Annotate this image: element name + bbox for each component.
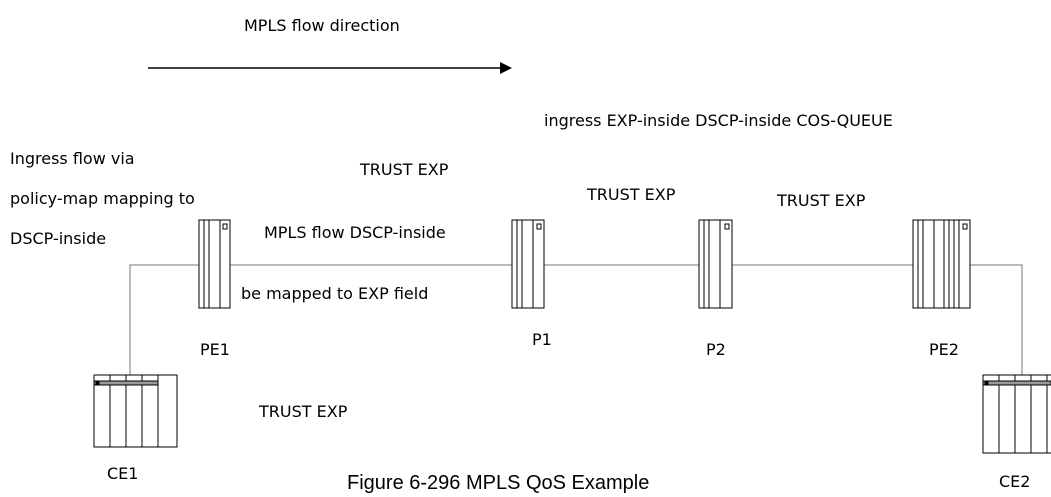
link-ce1-pe1 <box>129 264 199 375</box>
device-label-pe1: PE1 <box>200 340 230 359</box>
router-p1-icon <box>511 219 545 309</box>
device-label-pe2: PE2 <box>929 340 959 359</box>
device-label-ce1: CE1 <box>107 464 139 483</box>
trust-exp-label-p1-p2: TRUST EXP <box>587 185 676 204</box>
trust-exp-label-p2-pe2: TRUST EXP <box>777 191 866 210</box>
trust-exp-label-pe1-p1: TRUST EXP <box>360 160 449 179</box>
link-pe2-ce2 <box>970 264 1023 375</box>
switch-ce1-icon <box>93 374 178 448</box>
flow-direction-title: MPLS flow direction <box>244 16 400 35</box>
figure-caption: Figure 6-296 MPLS QoS Example <box>347 472 650 494</box>
egress-description: ingress EXP-inside DSCP-inside COS-QUEUE <box>544 111 893 130</box>
router-p2-icon <box>698 219 733 309</box>
flow-direction-arrow <box>148 62 512 74</box>
switch-ce2-icon <box>982 374 1051 454</box>
device-label-ce2: CE2 <box>999 472 1031 491</box>
device-label-p1: P1 <box>532 330 552 349</box>
ingress-description-line1: Ingress flow via <box>10 149 135 168</box>
device-label-p2: P2 <box>706 340 726 359</box>
ingress-description-line3: DSCP-inside <box>10 229 107 248</box>
mpls-flow-label-line1: MPLS flow DSCP-inside <box>264 223 446 242</box>
router-pe2-icon <box>912 219 971 309</box>
router-pe1-icon <box>198 219 231 309</box>
ingress-description-line2: policy-map mapping to <box>10 189 195 208</box>
network-links <box>129 264 1023 375</box>
trust-exp-label-bottom: TRUST EXP <box>259 402 348 421</box>
mpls-flow-label-line2: be mapped to EXP field <box>241 284 429 303</box>
